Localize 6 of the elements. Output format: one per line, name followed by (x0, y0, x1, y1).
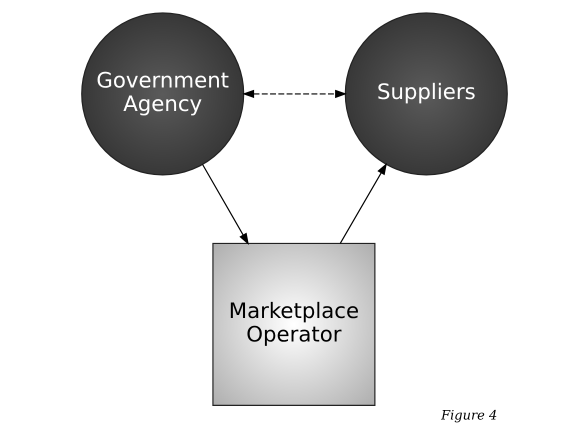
node-box: Marketplace Operator (212, 242, 375, 406)
node-circle: Government Agency (80, 12, 244, 176)
arrow (242, 90, 346, 98)
caption: Figure 4 (440, 408, 497, 424)
arrow (339, 162, 386, 244)
arrow (202, 164, 248, 245)
